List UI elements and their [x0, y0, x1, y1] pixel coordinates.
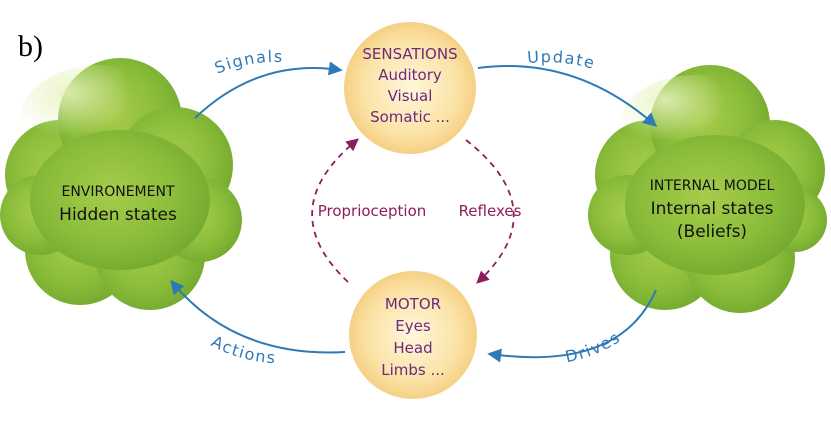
- environment-cloud: ENVIRONEMENT Hidden states: [0, 58, 242, 310]
- drives-arrow: [487, 289, 657, 363]
- sensations-line-1: Auditory: [378, 66, 442, 84]
- sensations-title: SENSATIONS: [362, 45, 457, 63]
- panel-label: b): [18, 30, 43, 63]
- update-label-path: Update: [527, 47, 597, 73]
- sensations-line-2: Visual: [388, 87, 433, 105]
- actions-arrow: [170, 279, 346, 354]
- motor-line-3: Limbs ...: [381, 361, 445, 379]
- sensations-node: SENSATIONS Auditory Visual Somatic ...: [344, 22, 476, 154]
- reflexes-arrow: [465, 139, 515, 284]
- drives-label-path: Drives: [563, 327, 622, 366]
- actions-label: Actions: [208, 332, 277, 368]
- update-arrow: [477, 65, 658, 127]
- actions-label-path: Actions: [208, 332, 275, 368]
- internal-model-title: INTERNAL MODEL: [650, 178, 775, 194]
- motor-line-2: Head: [393, 339, 432, 357]
- update-label: Update: [527, 47, 598, 73]
- environment-subtitle: Hidden states: [59, 205, 177, 225]
- drives-label: Drives: [563, 327, 624, 366]
- sensations-line-3: Somatic ...: [370, 108, 450, 126]
- motor-node: MOTOR Eyes Head Limbs ...: [349, 271, 477, 399]
- motor-title: MOTOR: [385, 295, 441, 313]
- internal-model-line-1: Internal states: [651, 199, 774, 219]
- proprioception-arrow: [311, 138, 359, 283]
- reflexes-label: Reflexes: [459, 202, 522, 220]
- internal-model-cloud: INTERNAL MODEL Internal states (Beliefs): [588, 65, 827, 313]
- proprioception-label: Proprioception: [318, 202, 427, 220]
- environment-title: ENVIRONEMENT: [61, 184, 174, 200]
- internal-model-line-2: (Beliefs): [677, 222, 747, 242]
- motor-line-1: Eyes: [395, 317, 431, 335]
- signals-arrow: [194, 61, 343, 119]
